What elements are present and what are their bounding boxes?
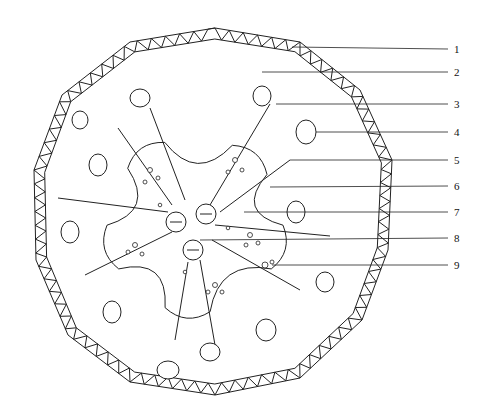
leader-lines [200, 47, 448, 265]
callout-number: 8 [454, 232, 460, 244]
epidermis-hatching [34, 28, 392, 395]
callout-number: 1 [454, 43, 460, 55]
stele-outline [104, 142, 287, 318]
small-cells [126, 158, 274, 295]
radial-lines [58, 104, 330, 345]
callout-number: 4 [454, 126, 460, 138]
central-bundles [166, 204, 216, 260]
epidermis-outline [45, 39, 382, 384]
callout-number: 6 [454, 180, 460, 192]
ducts [61, 86, 334, 379]
callout-number: 7 [454, 206, 460, 218]
callout-number: 5 [454, 154, 460, 166]
epidermis-outline [34, 28, 392, 395]
callout-number: 3 [454, 98, 460, 110]
callout-number: 9 [454, 259, 460, 271]
callout-number: 2 [454, 66, 460, 78]
